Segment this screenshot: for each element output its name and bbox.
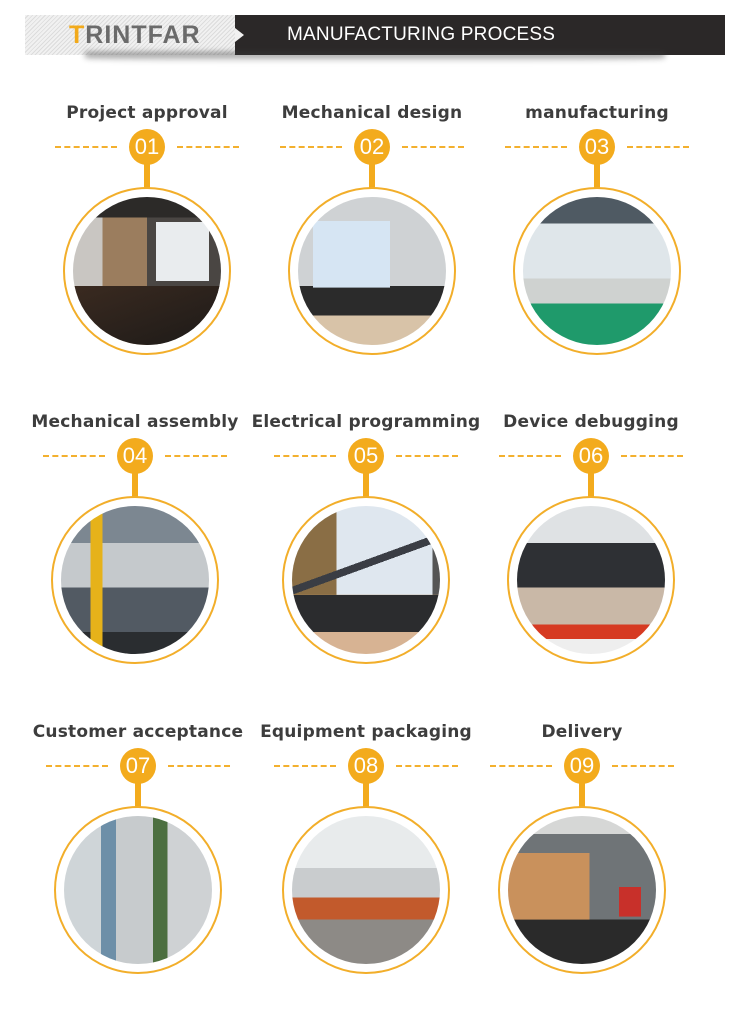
laptop-programming-photo <box>292 506 440 654</box>
dashed-line <box>505 146 567 148</box>
brand-logo: TRINTFAR <box>69 21 201 49</box>
cnc-machines-photo <box>523 197 671 345</box>
step-title: Mechanical design <box>281 103 463 123</box>
dashed-line <box>280 146 342 148</box>
dashed-line <box>43 455 105 457</box>
dashed-line <box>396 765 458 767</box>
title-panel <box>235 15 725 55</box>
step-number-badge: 07 <box>120 748 156 784</box>
photo-frame <box>51 496 219 664</box>
photo-frame <box>288 187 456 355</box>
photo-frame <box>282 806 450 974</box>
step-number-badge: 03 <box>579 129 615 165</box>
photo-frame <box>507 496 675 664</box>
step-number-badge: 04 <box>117 438 153 474</box>
dashed-line <box>55 146 117 148</box>
connector <box>135 782 141 808</box>
logo-panel: TRINTFAR <box>25 15 235 55</box>
step-title: Project approval <box>66 103 228 123</box>
process-step-4: Mechanical assembly 04 <box>15 412 255 692</box>
process-step-5: Electrical programming 05 <box>246 412 486 692</box>
connector <box>579 782 585 808</box>
dashed-line <box>612 765 674 767</box>
photo-frame <box>498 806 666 974</box>
process-step-8: Equipment packaging 08 <box>246 722 486 1002</box>
assembly-workshop-photo <box>61 506 209 654</box>
process-step-7: Customer acceptance 07 <box>18 722 258 1002</box>
step-title: Delivery <box>541 722 623 742</box>
step-number-badge: 09 <box>564 748 600 784</box>
step-number-badge: 01 <box>129 129 165 165</box>
step-number-badge: 08 <box>348 748 384 784</box>
page-title: MANUFACTURING PROCESS <box>287 24 556 45</box>
step-title: Equipment packaging <box>260 722 472 742</box>
cad-workstation-photo <box>298 197 446 345</box>
dashed-line <box>499 455 561 457</box>
electrical-testing-photo <box>517 506 665 654</box>
header-shadow <box>85 52 665 62</box>
header-banner: TRINTFAR MANUFACTURING PROCESS <box>25 15 725 55</box>
dashed-line <box>490 765 552 767</box>
dashed-line <box>402 146 464 148</box>
photo-frame <box>513 187 681 355</box>
step-title: manufacturing <box>525 103 669 123</box>
dashed-line <box>396 455 458 457</box>
step-title: Electrical programming <box>251 412 481 432</box>
process-step-1: Project approval 01 <box>27 103 267 383</box>
dashed-line <box>274 455 336 457</box>
photo-frame <box>63 187 231 355</box>
connector <box>588 472 594 498</box>
customer-inspection-photo <box>64 816 212 964</box>
process-step-2: Mechanical design 02 <box>252 103 492 383</box>
dashed-line <box>627 146 689 148</box>
step-title: Device debugging <box>503 412 679 432</box>
step-number-badge: 02 <box>354 129 390 165</box>
truck-delivery-photo <box>508 816 656 964</box>
step-number-badge: 06 <box>573 438 609 474</box>
dashed-line <box>168 765 230 767</box>
dashed-line <box>46 765 108 767</box>
dashed-line <box>177 146 239 148</box>
connector <box>363 782 369 808</box>
dashed-line <box>165 455 227 457</box>
meeting-room-photo <box>73 197 221 345</box>
arrow-icon <box>235 28 244 42</box>
dashed-line <box>274 765 336 767</box>
step-title: Customer acceptance <box>32 722 244 742</box>
photo-frame <box>282 496 450 664</box>
dashed-line <box>621 455 683 457</box>
connector <box>132 472 138 498</box>
connector <box>594 163 600 189</box>
connector <box>369 163 375 189</box>
step-number-badge: 05 <box>348 438 384 474</box>
step-title: Mechanical assembly <box>31 412 239 432</box>
process-step-9: Delivery 09 <box>462 722 702 1002</box>
connector <box>144 163 150 189</box>
process-step-3: manufacturing 03 <box>477 103 717 383</box>
process-step-6: Device debugging 06 <box>471 412 711 692</box>
photo-frame <box>54 806 222 974</box>
packaging-workshop-photo <box>292 816 440 964</box>
connector <box>363 472 369 498</box>
